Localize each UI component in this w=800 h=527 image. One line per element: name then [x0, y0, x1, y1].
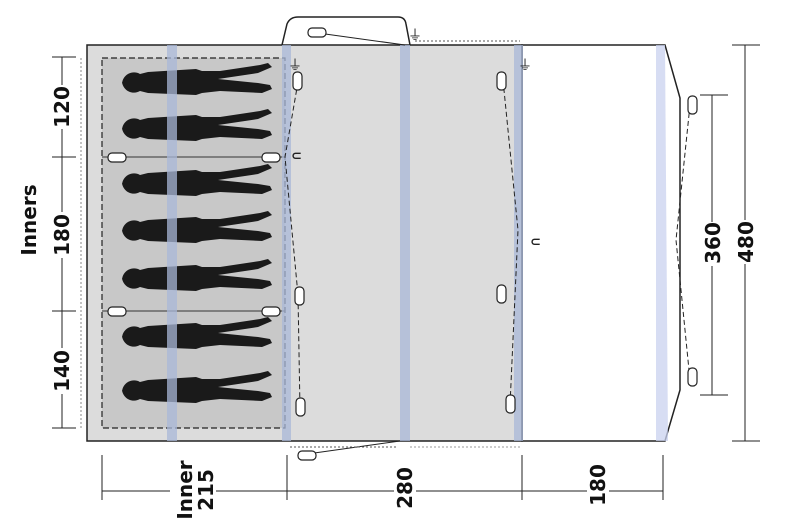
power-plug-icon: ⏚	[288, 58, 302, 74]
door-zip	[502, 79, 519, 406]
inners-label: Inners	[17, 184, 41, 255]
peg-icon	[307, 27, 327, 38]
peg-icon	[505, 394, 516, 414]
pole	[400, 45, 410, 441]
dim-180: 180	[50, 214, 74, 256]
dim-280: 280	[393, 467, 417, 509]
bottom-dimension: Inner 215 280 180	[101, 455, 664, 522]
person-silhouette	[122, 211, 272, 243]
poles	[167, 45, 668, 441]
dim-140: 140	[50, 350, 74, 392]
dim-215: 215	[194, 469, 218, 511]
person-silhouette	[122, 371, 272, 403]
dim-360: 360	[701, 222, 725, 264]
power-plug-icon: ⏚	[518, 58, 532, 74]
power-plug-icon: ⏚	[408, 28, 422, 44]
person-silhouette	[122, 109, 272, 141]
peg-icon	[295, 397, 306, 417]
inner-label: Inner	[173, 460, 197, 519]
pole	[514, 45, 523, 441]
left-dimension: 120 180 140 Inners	[17, 56, 76, 429]
sleeping-people	[122, 63, 272, 403]
peg-icon	[496, 71, 507, 91]
peg-icon	[107, 306, 127, 317]
canopy-extension	[281, 16, 411, 46]
peg-icon	[496, 284, 507, 304]
peg-icon	[297, 450, 317, 461]
pegs	[107, 27, 698, 461]
dim-120: 120	[50, 86, 74, 128]
peg-icon	[261, 306, 281, 317]
peg-icon	[687, 95, 698, 115]
magnet-icon: ⊂	[530, 235, 541, 250]
door-zip	[284, 81, 301, 411]
magnet-icon: ⊂	[291, 149, 302, 164]
peg-icon	[261, 152, 281, 163]
person-silhouette	[122, 164, 272, 196]
person-silhouette	[122, 259, 272, 291]
peg-icon	[107, 152, 127, 163]
person-silhouette	[122, 63, 272, 95]
right-dimension: 360 480	[700, 44, 760, 442]
peg-icon	[294, 286, 305, 306]
pole	[282, 45, 291, 441]
person-silhouette	[122, 317, 272, 349]
peg-icon	[687, 367, 698, 387]
pole	[656, 45, 668, 441]
dim-480: 480	[734, 221, 758, 263]
peg-icon	[292, 71, 303, 91]
pole	[167, 45, 177, 441]
guy-line	[299, 440, 401, 456]
guy-line	[317, 32, 406, 46]
dim-180: 180	[586, 464, 610, 506]
